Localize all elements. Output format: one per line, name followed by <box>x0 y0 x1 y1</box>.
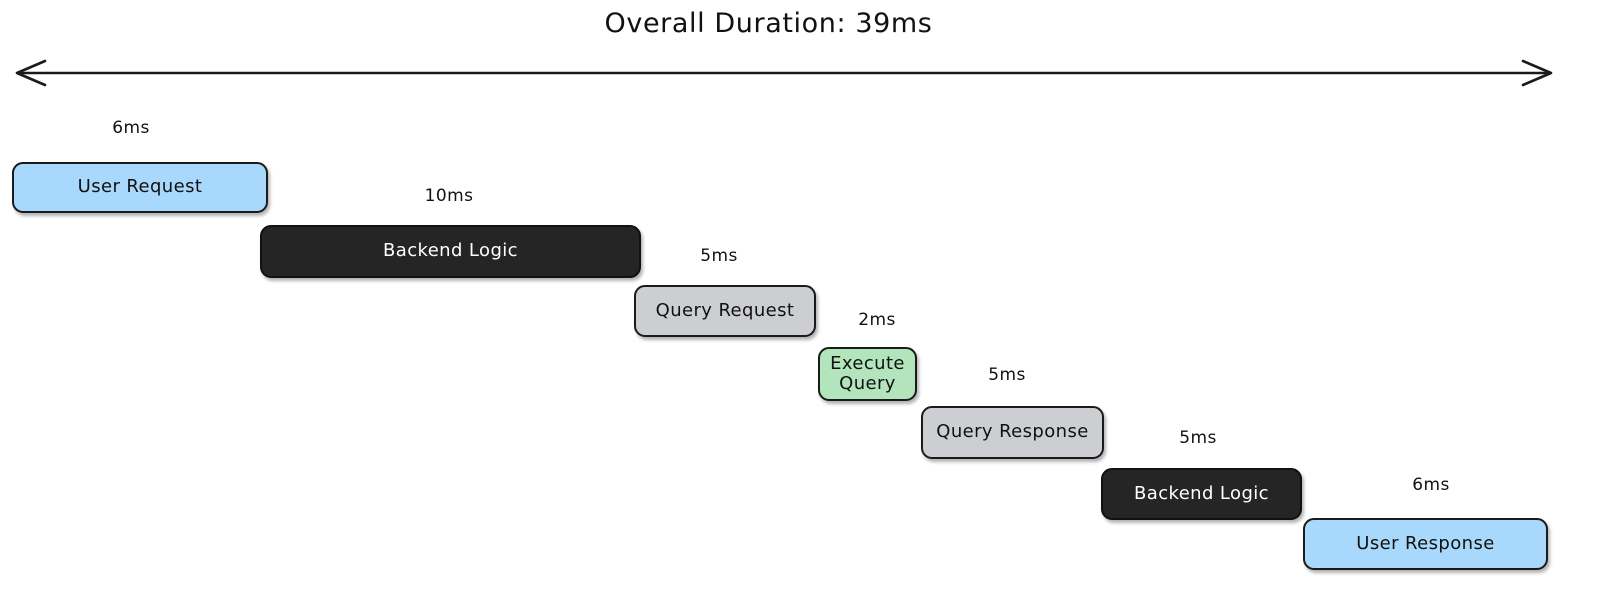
overall-duration-arrow <box>15 59 1553 87</box>
page-title: Overall Duration: 39ms <box>604 8 933 39</box>
phase-bar-user-response[interactable]: User Response <box>1303 518 1548 570</box>
phase-bar-query-response[interactable]: Query Response <box>921 406 1104 459</box>
phase-bar-backend-logic-2[interactable]: Backend Logic <box>1101 468 1302 520</box>
phase-bar-user-request[interactable]: User Request <box>12 162 268 213</box>
phase-label-backend-logic-1: Backend Logic <box>383 240 518 262</box>
phase-label-user-request: User Request <box>77 176 203 198</box>
phase-label-user-response: User Response <box>1356 532 1495 554</box>
duration-label-user-request: 6ms <box>112 118 150 138</box>
duration-label-user-response: 6ms <box>1412 475 1450 495</box>
phase-label-execute-query: Execute Query <box>830 352 905 394</box>
duration-label-backend-logic-1: 10ms <box>424 186 474 206</box>
phase-bar-query-request[interactable]: Query Request <box>634 285 816 337</box>
phase-bar-backend-logic-1[interactable]: Backend Logic <box>260 225 641 278</box>
duration-label-backend-logic-2: 5ms <box>1179 428 1217 448</box>
duration-label-execute-query: 2ms <box>858 310 896 330</box>
duration-label-query-response: 5ms <box>988 365 1026 385</box>
phase-label-query-request: Query Request <box>655 299 795 321</box>
phase-bar-execute-query[interactable]: Execute Query <box>818 347 917 401</box>
duration-label-query-request: 5ms <box>700 246 738 266</box>
phase-label-backend-logic-2: Backend Logic <box>1134 482 1269 504</box>
phase-label-query-response: Query Response <box>936 421 1089 443</box>
